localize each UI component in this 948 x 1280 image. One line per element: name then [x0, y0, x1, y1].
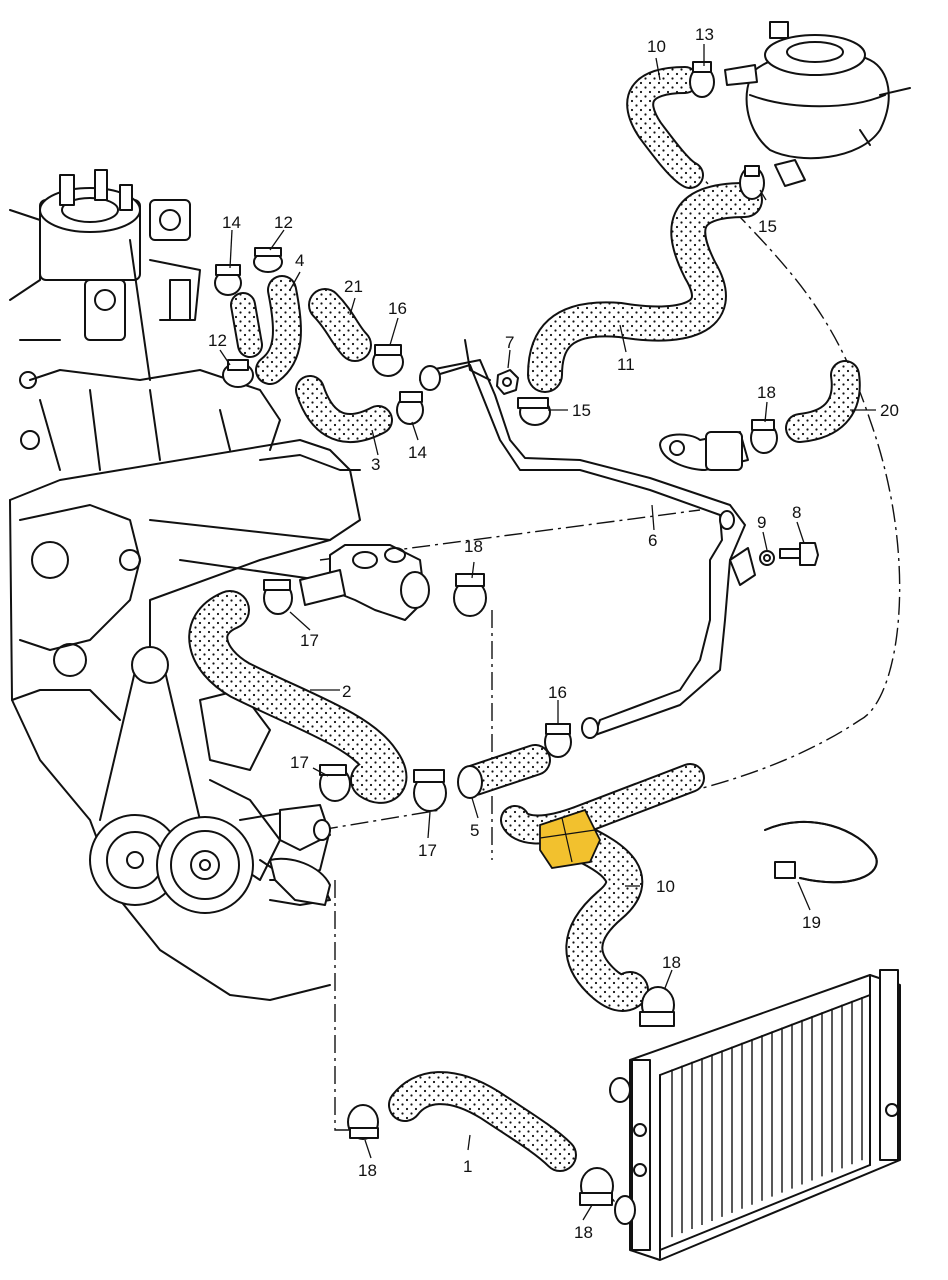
clamp-16-top: [372, 344, 404, 377]
clamp-12-lower: [222, 359, 254, 388]
label-18-radiator-top: 18: [662, 953, 681, 972]
hose-1: [388, 1071, 577, 1172]
label-10-lower: 10: [656, 877, 675, 896]
label-16-top: 16: [388, 299, 407, 318]
clamp-14-top: [214, 264, 242, 296]
label-1: 1: [463, 1157, 472, 1176]
bolt-8: [779, 542, 819, 566]
nut-7: [496, 369, 519, 395]
label-9: 9: [757, 513, 766, 532]
label-17-mid: 17: [290, 753, 309, 772]
label-3: 3: [371, 455, 380, 474]
highlighted-t-connector: [539, 808, 601, 869]
label-14-top: 14: [222, 213, 241, 232]
hose-4: [230, 275, 302, 385]
coolant-flange: [299, 544, 430, 621]
clamp-18-radiator-top: [639, 986, 675, 1027]
clamp-17-lower: [413, 769, 447, 812]
clamp-17-top: [263, 579, 293, 615]
label-8: 8: [792, 503, 801, 522]
label-18-lower-right: 18: [574, 1223, 593, 1242]
label-2: 2: [342, 682, 351, 701]
label-20: 20: [880, 401, 899, 420]
label-14-lower: 14: [408, 443, 427, 462]
clamp-14-lower: [396, 391, 424, 425]
label-15-top: 15: [758, 217, 777, 236]
hose-clamps: [214, 61, 819, 1206]
label-10-top: 10: [647, 37, 666, 56]
part-labels: 10 13 15 14 12 4 21 16 12 7 11 15 18 20 …: [208, 25, 899, 1242]
label-7: 7: [505, 333, 514, 352]
label-17-top: 17: [300, 631, 319, 650]
clamp-18-lower-left: [347, 1104, 379, 1140]
clamp-18-lower-right: [579, 1167, 614, 1206]
radiator: [609, 969, 901, 1261]
label-5: 5: [470, 821, 479, 840]
hose-2: [188, 590, 408, 804]
leader-lines: [219, 44, 876, 1221]
clamp-18-center: [453, 573, 487, 617]
washer-9: [759, 550, 775, 566]
hose-5: [459, 744, 551, 796]
label-4: 4: [295, 251, 304, 270]
label-15-mid: 15: [572, 401, 591, 420]
label-18-thermostat: 18: [757, 383, 776, 402]
clamp-15-top: [739, 165, 765, 200]
clamp-17-mid: [319, 764, 351, 802]
clamp-18-thermostat: [750, 419, 778, 454]
hose-10-upper: [626, 66, 704, 189]
label-21: 21: [344, 277, 363, 296]
label-13: 13: [695, 25, 714, 44]
pipe-6: [419, 339, 746, 739]
label-12-top: 12: [274, 213, 293, 232]
water-pump-outlet: [269, 804, 331, 906]
clamp-12-top: [253, 247, 283, 273]
thermostat-housing: [659, 431, 749, 471]
strap-clamp-19: [764, 820, 878, 884]
label-6: 6: [648, 531, 657, 550]
label-16-lower: 16: [548, 683, 567, 702]
hose-3: [295, 375, 393, 443]
hose-21: [308, 288, 372, 362]
sleeve-5: [457, 765, 483, 799]
label-18-center: 18: [464, 537, 483, 556]
clamp-13: [689, 61, 715, 98]
hose-20: [785, 360, 861, 443]
pulleys: [89, 646, 254, 914]
label-18-lower-left: 18: [358, 1161, 377, 1180]
hose-11: [527, 182, 763, 393]
carburettor: [9, 169, 201, 381]
clamp-15-mid: [517, 397, 551, 426]
label-17-lower: 17: [418, 841, 437, 860]
pipe-flange: [729, 547, 756, 586]
expansion-tank: [724, 21, 911, 187]
label-19: 19: [802, 913, 821, 932]
label-12-lower: 12: [208, 331, 227, 350]
clamp-16-lower: [544, 723, 572, 758]
label-11: 11: [617, 355, 635, 374]
